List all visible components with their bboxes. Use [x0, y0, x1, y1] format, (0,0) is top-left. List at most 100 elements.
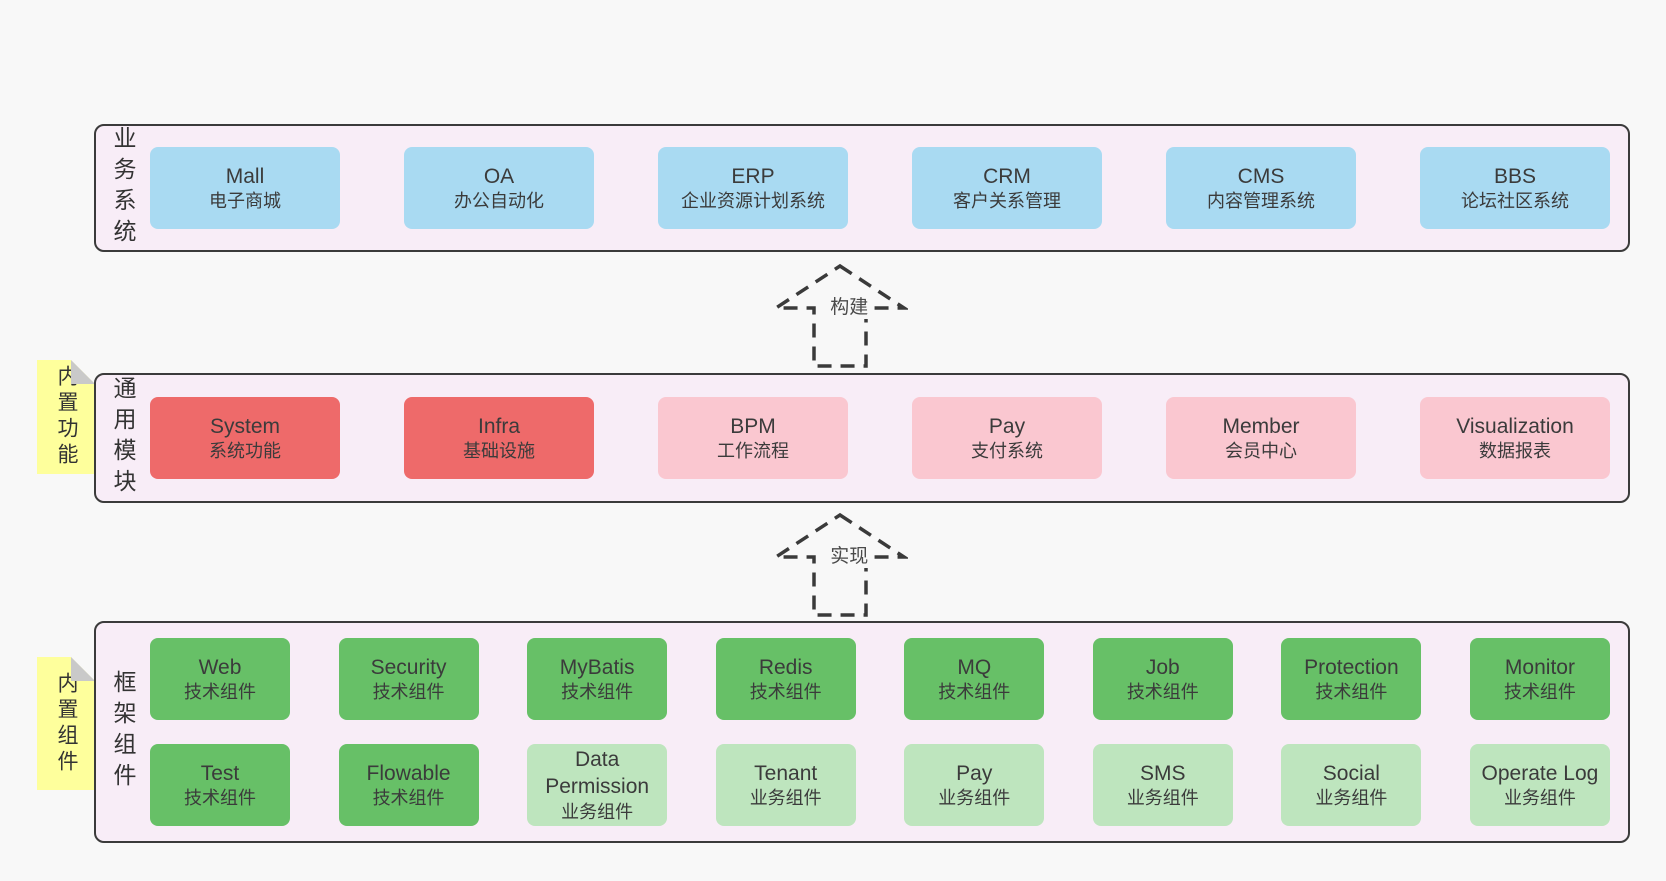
- box-infra: Infra 基础设施: [404, 397, 594, 479]
- layer-label-framework-components: 框架组件: [96, 623, 150, 841]
- box-subtitle: 业务组件: [1126, 787, 1199, 808]
- box-tenant: Tenant 业务组件: [715, 744, 856, 826]
- box-subtitle: 技术组件: [184, 787, 256, 808]
- box-title: MQ: [957, 655, 992, 679]
- box-subtitle: 技术组件: [1126, 681, 1199, 702]
- box-subtitle: 技术组件: [561, 681, 634, 702]
- box-flowable: Flowable 技术组件: [338, 744, 479, 826]
- box-title: Social: [1322, 761, 1380, 785]
- box-subtitle: 数据报表: [1479, 440, 1551, 461]
- box-subtitle: 内容管理系统: [1207, 190, 1315, 211]
- sticky-note-builtin-features: 内置功能: [37, 360, 95, 474]
- box-title: SMS: [1140, 761, 1186, 785]
- box-data-permission: Data Permission 业务组件: [527, 744, 668, 826]
- box-bbs: BBS 论坛社区系统: [1420, 147, 1610, 229]
- box-subtitle: 工作流程: [717, 440, 789, 461]
- box-subtitle: 技术组件: [372, 681, 445, 702]
- box-operate-log: Operate Log 业务组件: [1469, 744, 1610, 826]
- box-title: Monitor: [1504, 655, 1575, 679]
- box-title: CMS: [1237, 164, 1285, 188]
- sticky-note-text: 内置功能: [55, 365, 78, 469]
- box-subtitle: 技术组件: [372, 787, 445, 808]
- box-title: Data Permission: [545, 748, 650, 799]
- layer-label-common-modules: 通用模块: [96, 375, 150, 501]
- box-subtitle: 论坛社区系统: [1461, 190, 1569, 211]
- box-job: Job 技术组件: [1092, 638, 1233, 720]
- layer-label-text: 通用模块: [110, 376, 136, 500]
- folded-corner-icon: [71, 360, 95, 384]
- box-redis: Redis 技术组件: [715, 638, 856, 720]
- box-subtitle: 技术组件: [938, 681, 1011, 702]
- box-subtitle: 技术组件: [749, 681, 822, 702]
- box-title: Protection: [1304, 655, 1399, 679]
- box-subtitle: 办公自动化: [454, 190, 544, 211]
- layer-common-modules: 通用模块 System 系统功能 Infra 基础设施 BPM 工作流程 Pay…: [94, 373, 1630, 503]
- common-modules-row: System 系统功能 Infra 基础设施 BPM 工作流程 Pay 支付系统…: [150, 375, 1628, 501]
- box-cms: CMS 内容管理系统: [1166, 147, 1356, 229]
- box-subtitle: 业务组件: [749, 787, 822, 808]
- up-arrow-icon: [770, 263, 910, 368]
- sticky-note-builtin-components: 内置组件: [37, 657, 95, 790]
- box-title: Operate Log: [1481, 761, 1599, 785]
- box-oa: OA 办公自动化: [404, 147, 594, 229]
- box-crm: CRM 客户关系管理: [912, 147, 1102, 229]
- box-subtitle: 基础设施: [463, 440, 535, 461]
- box-subtitle: 客户关系管理: [953, 190, 1061, 211]
- box-title: Pay: [956, 761, 993, 785]
- box-subtitle: 会员中心: [1225, 440, 1297, 461]
- box-sms: SMS 业务组件: [1092, 744, 1233, 826]
- box-title: MyBatis: [559, 655, 635, 679]
- box-social: Social 业务组件: [1281, 744, 1422, 826]
- box-title: Pay: [988, 414, 1026, 438]
- box-title: BPM: [730, 414, 776, 438]
- tech-components-row: Web 技术组件 Security 技术组件 MyBatis 技术组件 Redi…: [150, 638, 1610, 720]
- arrow-implement-label: 实现: [826, 541, 873, 568]
- box-title: CRM: [983, 164, 1031, 188]
- box-pay-component: Pay 业务组件: [904, 744, 1045, 826]
- layer-label-text: 框架组件: [110, 670, 136, 794]
- box-mybatis: MyBatis 技术组件: [527, 638, 668, 720]
- box-subtitle: 系统功能: [209, 440, 281, 461]
- box-subtitle: 技术组件: [1503, 681, 1576, 702]
- box-subtitle: 业务组件: [561, 801, 634, 822]
- box-subtitle: 业务组件: [1503, 787, 1576, 808]
- box-mq: MQ 技术组件: [904, 638, 1045, 720]
- layer-label-business-systems: 业务系统: [96, 126, 150, 250]
- box-title: Security: [370, 655, 447, 679]
- box-title: OA: [483, 164, 515, 188]
- box-monitor: Monitor 技术组件: [1469, 638, 1610, 720]
- box-test: Test 技术组件: [150, 744, 290, 826]
- layer-business-systems: 业务系统 Mall 电子商城 OA 办公自动化 ERP 企业资源计划系统 CRM…: [94, 124, 1630, 252]
- box-security: Security 技术组件: [338, 638, 479, 720]
- box-subtitle: 技术组件: [1315, 681, 1388, 702]
- box-subtitle: 电子商城: [209, 190, 281, 211]
- biz-components-row: Test 技术组件 Flowable 技术组件 Data Permission …: [150, 744, 1610, 826]
- box-system: System 系统功能: [150, 397, 340, 479]
- box-pay-module: Pay 支付系统: [912, 397, 1102, 479]
- box-title: Member: [1222, 414, 1300, 438]
- arrow-build-label: 构建: [826, 292, 873, 319]
- sticky-note-text: 内置组件: [55, 671, 78, 776]
- box-title: Tenant: [754, 761, 818, 785]
- box-title: Redis: [758, 655, 813, 679]
- box-title: BBS: [1493, 164, 1537, 188]
- box-title: Web: [198, 655, 242, 679]
- box-title: Infra: [477, 414, 521, 438]
- box-title: Job: [1145, 655, 1180, 679]
- box-bpm: BPM 工作流程: [658, 397, 848, 479]
- box-subtitle: 业务组件: [938, 787, 1011, 808]
- layer-label-text: 业务系统: [110, 126, 136, 250]
- box-subtitle: 支付系统: [971, 440, 1043, 461]
- box-erp: ERP 企业资源计划系统: [658, 147, 848, 229]
- up-arrow-icon: [770, 512, 910, 617]
- business-systems-row: Mall 电子商城 OA 办公自动化 ERP 企业资源计划系统 CRM 客户关系…: [150, 126, 1628, 250]
- box-protection: Protection 技术组件: [1281, 638, 1422, 720]
- box-title: ERP: [731, 164, 775, 188]
- box-web: Web 技术组件: [150, 638, 290, 720]
- box-title: Test: [200, 761, 240, 785]
- layer-framework-components: 框架组件 Web 技术组件 Security 技术组件 MyBatis 技术组件…: [94, 621, 1630, 843]
- box-subtitle: 企业资源计划系统: [681, 190, 825, 211]
- box-subtitle: 业务组件: [1315, 787, 1388, 808]
- arrow-implement: 实现: [770, 511, 910, 619]
